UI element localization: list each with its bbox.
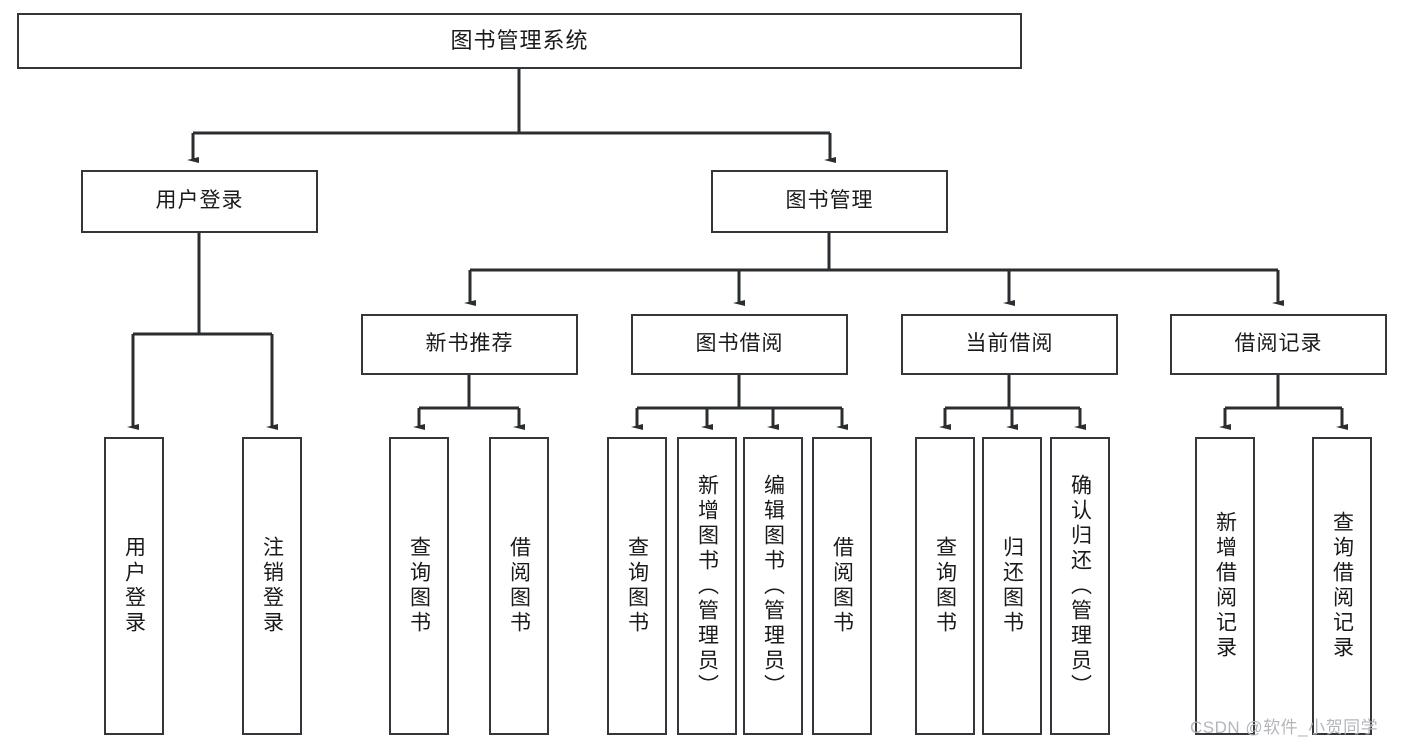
node-leaf-current-borrow-3[interactable]: 确认归还（管理员） bbox=[1050, 437, 1110, 735]
node-leaf-book-borrow-4-label: 借阅图书 bbox=[830, 536, 854, 636]
node-leaf-new-book-1-label: 查询图书 bbox=[407, 536, 431, 636]
node-leaf-book-borrow-1-label: 查询图书 bbox=[625, 536, 649, 636]
node-leaf-user-login-2[interactable]: 注销登录 bbox=[242, 437, 302, 735]
node-borrow-record[interactable]: 借阅记录 bbox=[1170, 314, 1387, 375]
node-leaf-borrow-record-2-label: 查询借阅记录 bbox=[1330, 511, 1354, 661]
node-leaf-borrow-record-1[interactable]: 新增借阅记录 bbox=[1195, 437, 1255, 735]
node-leaf-borrow-record-1-label: 新增借阅记录 bbox=[1213, 511, 1237, 661]
node-root-system-label: 图书管理系统 bbox=[450, 28, 589, 54]
node-root-system[interactable]: 图书管理系统 bbox=[17, 13, 1022, 69]
node-new-book-recommend[interactable]: 新书推荐 bbox=[361, 314, 578, 375]
node-current-borrow-label: 当前借阅 bbox=[965, 332, 1054, 356]
csdn-watermark: CSDN @软件_小贺同学 bbox=[1190, 718, 1379, 737]
node-current-borrow[interactable]: 当前借阅 bbox=[901, 314, 1118, 375]
node-leaf-book-borrow-2[interactable]: 新增图书（管理员） bbox=[677, 437, 737, 735]
node-leaf-user-login-1[interactable]: 用户登录 bbox=[104, 437, 164, 735]
node-leaf-book-borrow-3-label: 编辑图书（管理员） bbox=[761, 473, 785, 699]
node-borrow-record-label: 借阅记录 bbox=[1234, 332, 1323, 356]
node-book-management-label: 图书管理 bbox=[785, 189, 874, 213]
node-leaf-book-borrow-3[interactable]: 编辑图书（管理员） bbox=[743, 437, 803, 735]
node-book-borrow-label: 图书借阅 bbox=[695, 332, 784, 356]
node-leaf-current-borrow-1[interactable]: 查询图书 bbox=[915, 437, 975, 735]
node-leaf-new-book-1[interactable]: 查询图书 bbox=[389, 437, 449, 735]
node-book-management[interactable]: 图书管理 bbox=[711, 170, 948, 233]
node-user-login[interactable]: 用户登录 bbox=[81, 170, 318, 233]
node-leaf-borrow-record-2[interactable]: 查询借阅记录 bbox=[1312, 437, 1372, 735]
node-leaf-book-borrow-1[interactable]: 查询图书 bbox=[607, 437, 667, 735]
node-leaf-book-borrow-2-label: 新增图书（管理员） bbox=[695, 473, 719, 699]
node-book-borrow[interactable]: 图书借阅 bbox=[631, 314, 848, 375]
node-leaf-current-borrow-2[interactable]: 归还图书 bbox=[982, 437, 1042, 735]
node-leaf-new-book-2[interactable]: 借阅图书 bbox=[489, 437, 549, 735]
node-leaf-new-book-2-label: 借阅图书 bbox=[507, 536, 531, 636]
node-leaf-user-login-2-label: 注销登录 bbox=[260, 536, 284, 636]
node-new-book-recommend-label: 新书推荐 bbox=[425, 332, 514, 356]
node-leaf-book-borrow-4[interactable]: 借阅图书 bbox=[812, 437, 872, 735]
node-leaf-current-borrow-3-label: 确认归还（管理员） bbox=[1068, 473, 1092, 699]
node-user-login-label: 用户登录 bbox=[155, 189, 244, 213]
node-leaf-current-borrow-1-label: 查询图书 bbox=[933, 536, 957, 636]
node-leaf-user-login-1-label: 用户登录 bbox=[122, 536, 146, 636]
node-leaf-current-borrow-2-label: 归还图书 bbox=[1000, 536, 1024, 636]
